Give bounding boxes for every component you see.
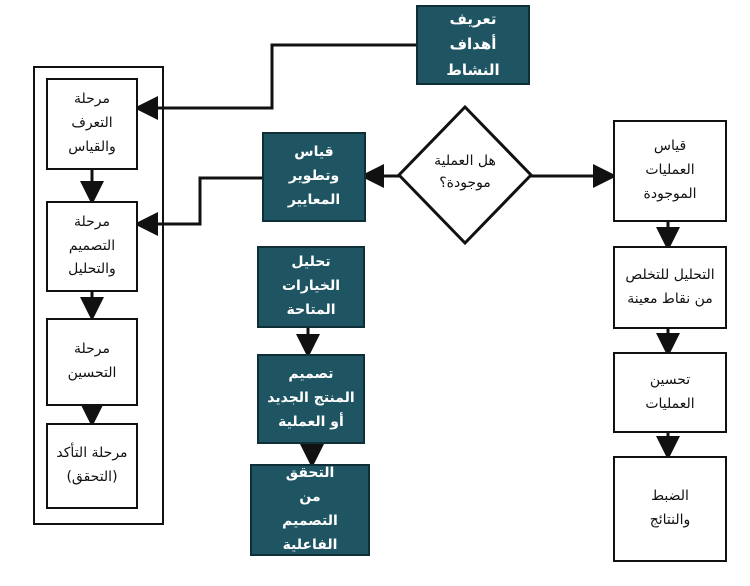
node-control-results: الضبط والنتائج [613,456,727,562]
node-stage-improve: مرحلة التحسين [46,318,138,406]
arrow-standards-to-stage-design [134,176,262,236]
decision-diamond [396,104,534,246]
node-improve-processes: تحسين العمليات [613,352,727,433]
node-stage-verify: مرحلة التأكد (التحقق) [46,423,138,509]
node-measure-processes-label: قياس العمليات الموجودة [643,138,697,202]
stages-container [33,66,164,525]
node-stage-measure: مرحلة التعرف والقياس [46,78,138,170]
node-measure-develop-standards: قياس وتطوير المعايير [262,132,366,222]
node-design-product-label: تصميم المنتج الجديد أو العملية [267,366,355,430]
node-stage-design-label: مرحلة التصميم والتحليل [68,213,116,278]
node-verify-design-label: التحقق من التصميم الفاعلية [282,465,338,553]
node-verify-design: التحقق من التصميم الفاعلية [250,464,370,556]
node-define-goals-label: تعريف أهداف النشاط [446,9,500,79]
node-analyze-options: تحليل الخيارات المتاحة [257,246,365,328]
node-stage-verify-label: مرحلة التأكد (التحقق) [56,445,128,485]
node-stage-design: مرحلة التصميم والتحليل [46,201,138,292]
node-stage-improve-label: مرحلة التحسين [67,341,117,381]
node-measure-processes: قياس العمليات الموجودة [613,120,727,222]
node-analysis-points: التحليل للتخلص من نقاط معينة [613,246,727,329]
node-stage-measure-label: مرحلة التعرف والقياس [68,91,116,155]
arrow-goals-to-stage-measure [134,43,416,120]
node-control-results-label: الضبط والنتائج [649,488,691,528]
node-analysis-points-label: التحليل للتخلص من نقاط معينة [625,266,715,307]
node-improve-processes-label: تحسين العمليات [645,371,695,412]
decision-label: هل العملية موجودة؟ [434,153,496,192]
node-define-goals: تعريف أهداف النشاط [416,5,530,85]
node-design-product: تصميم المنتج الجديد أو العملية [257,354,365,444]
node-analyze-options-label: تحليل الخيارات المتاحة [281,254,341,318]
node-measure-develop-standards-label: قياس وتطوير المعايير [287,144,341,208]
